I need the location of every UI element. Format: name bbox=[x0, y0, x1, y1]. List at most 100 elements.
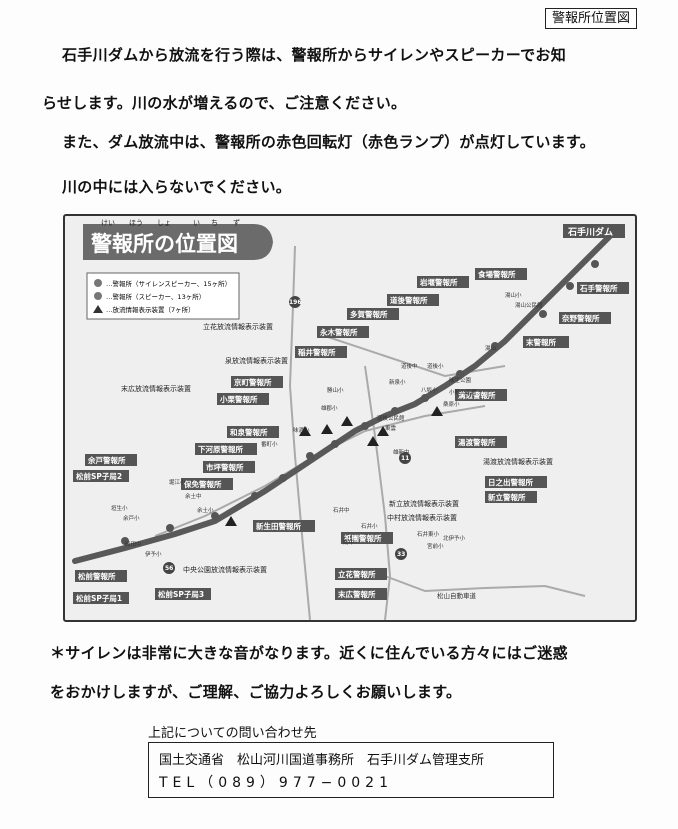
notice-line-2: をおかけしますが、ご理解、ご協力よろしくお願いします。 bbox=[50, 683, 462, 701]
place-3: 湯山 bbox=[485, 344, 496, 352]
furigana-2: ほう bbox=[129, 219, 143, 227]
place-29: 宮前小 bbox=[427, 542, 444, 550]
display-suehiro: 末広放流情報表示装置 bbox=[121, 384, 191, 393]
place-5: 道後小 bbox=[427, 362, 444, 370]
station-ichitsubo: 市坪警報所 bbox=[206, 462, 244, 472]
place-23: 余土小 bbox=[197, 506, 214, 514]
station-oguri: 小栗警報所 bbox=[220, 394, 258, 404]
dam-label-box bbox=[563, 224, 625, 238]
station-homen: 保免警報所 bbox=[183, 479, 222, 489]
station-dogo: 道後警報所 bbox=[390, 295, 428, 305]
display-shindate: 新立放流情報表示装置 bbox=[389, 499, 459, 508]
route-56: 56 bbox=[165, 565, 173, 572]
place-17: 番町小 bbox=[261, 440, 278, 448]
notice-line-1: ＊サイレンは非常に大きな音がなります。近くに住んでいる方々にはご迷惑 bbox=[50, 644, 568, 662]
route-11: 11 bbox=[401, 455, 409, 462]
legend-siren-marker bbox=[94, 279, 102, 287]
place-1: 湯山小 bbox=[505, 291, 522, 299]
station-ishite: 石手警報所 bbox=[579, 283, 618, 293]
place-12: 東雲 bbox=[385, 424, 397, 432]
station-izumi: 和泉警報所 bbox=[230, 427, 268, 437]
place-9: 八坂小 bbox=[421, 386, 438, 394]
display-chuo-koen: 中央公園放流情報表示装置 bbox=[183, 565, 267, 574]
legend-display-marker bbox=[93, 305, 103, 313]
place-28: 北伊予小 bbox=[443, 534, 466, 542]
legend-speaker-marker bbox=[94, 292, 102, 300]
map-title: 警報所の位置図 bbox=[90, 232, 238, 256]
station-masaki: 松前警報所 bbox=[78, 571, 116, 581]
station-shimogawara: 下河原警報所 bbox=[198, 444, 243, 454]
intro-line-1: 石手川ダムから放流を行う際は、警報所からサイレンやスピーカーでお知 bbox=[62, 46, 567, 64]
legend-siren: …警報所（サイレンスピーカー、15ヶ所） bbox=[106, 279, 231, 288]
station-shinikuta: 新生田警報所 bbox=[256, 521, 301, 531]
place-27: 伊予小 bbox=[145, 550, 162, 558]
dam-label: 石手川ダム bbox=[567, 226, 613, 238]
place-30: 堀江小 bbox=[169, 478, 186, 486]
contact-office: 国土交通省 松山河川国道事務所 石手川ダム管理支所 bbox=[159, 753, 485, 768]
place-11: 道後公民館 bbox=[377, 414, 405, 422]
ishite-river bbox=[72, 233, 613, 564]
map-drawing: けい ほう しょ い ち ず 警報所の位置図 …警報所（サイレンスピーカー、15… bbox=[72, 218, 629, 620]
furigana-1: けい bbox=[101, 219, 115, 227]
title-banner bbox=[83, 224, 273, 260]
station-suehiro: 末広警報所 bbox=[338, 589, 376, 599]
furigana-5: ち bbox=[211, 219, 218, 227]
place-8: 桑原小 bbox=[443, 400, 460, 408]
display-tachibana: 立花放流情報表示装置 bbox=[203, 322, 273, 331]
place-22: 余土中 bbox=[185, 492, 202, 500]
place-18: 南中 bbox=[343, 538, 354, 546]
furigana-3: しょ bbox=[157, 219, 171, 227]
place-21: 石井小 bbox=[361, 522, 378, 530]
station-iwazeki: 岩堰警報所 bbox=[419, 277, 458, 287]
place-24: 垣生小 bbox=[111, 504, 128, 512]
place-20: 石井東小 bbox=[417, 530, 440, 538]
place-19: 石井中 bbox=[333, 506, 350, 514]
station-masaki-sp2: 松前SP子局2 bbox=[76, 471, 122, 481]
intro-line-2: らせします。川の水が増えるので、ご注意ください。 bbox=[42, 94, 407, 112]
display-izumi: 泉放流情報表示装置 bbox=[225, 356, 288, 365]
station-sue: 末警報所 bbox=[526, 337, 556, 347]
station-hinode: 日之出警報所 bbox=[488, 477, 533, 487]
station-inai: 稲井警報所 bbox=[298, 347, 336, 357]
station-location-map: けい ほう しょ い ち ず 警報所の位置図 …警報所（サイレンスピーカー、15… bbox=[63, 214, 637, 622]
station-yuwatari: 湯渡警報所 bbox=[458, 437, 496, 447]
place-25: 余戸小 bbox=[123, 514, 140, 522]
station-shindate: 新立警報所 bbox=[488, 492, 526, 502]
place-7: 小野公民館 bbox=[449, 388, 477, 396]
station-jikiba: 食場警報所 bbox=[478, 269, 516, 279]
display-yuwatari: 湯渡放流情報表示装置 bbox=[483, 457, 553, 466]
place-6: 味生公園 bbox=[449, 376, 472, 384]
furigana-4: い bbox=[193, 219, 200, 227]
place-10: 新泉小 bbox=[389, 378, 406, 386]
station-masaki-sp1: 松前SP子局1 bbox=[76, 593, 122, 603]
place-15: 雄新中 bbox=[393, 448, 410, 456]
document-tag: 警報所位置図 bbox=[545, 8, 638, 29]
furigana-6: ず bbox=[233, 218, 240, 227]
route-196: 196 bbox=[289, 299, 302, 306]
station-taga: 多賀警報所 bbox=[350, 309, 388, 319]
station-gion: 祇園警報所 bbox=[343, 533, 382, 543]
station-masaki-sp3: 松前SP子局3 bbox=[158, 589, 204, 599]
place-4: 道後中 bbox=[401, 362, 418, 370]
display-nakamura: 中村放流情報表示装置 bbox=[387, 513, 457, 522]
intro-line-3: また、ダム放流中は、警報所の赤色回転灯（赤色ランプ）が点灯しています。 bbox=[62, 133, 596, 151]
route-33: 33 bbox=[397, 551, 405, 558]
route-expressway: 松山自動車道 bbox=[437, 591, 477, 600]
station-kyomachi: 京町警報所 bbox=[234, 377, 272, 387]
station-tachibana: 立花警報所 bbox=[338, 569, 376, 579]
intro-line-4: 川の中には入らないでください。 bbox=[62, 178, 292, 196]
station-nano: 奈野警報所 bbox=[561, 313, 600, 323]
contact-heading: 上記についての問い合わせ先 bbox=[148, 726, 317, 741]
contact-tel: TEL（089）977−0021 bbox=[159, 775, 393, 791]
contact-box: 国土交通省 松山河川国道事務所 石手川ダム管理支所 TEL（089）977−00… bbox=[148, 742, 554, 798]
place-26: 岡田中 bbox=[125, 540, 142, 548]
place-2: 湯山公民館 bbox=[515, 301, 543, 309]
place-16: 味酒小 bbox=[293, 426, 310, 434]
legend-display: …放流情報表示装置（7ヶ所） bbox=[106, 305, 195, 314]
station-mizobe: 溝辺警報所 bbox=[458, 390, 496, 400]
station-nagaki: 永木警報所 bbox=[319, 327, 358, 337]
legend-box bbox=[86, 272, 240, 320]
station-yogo: 余戸警報所 bbox=[87, 455, 126, 465]
place-13: 勝山小 bbox=[327, 386, 344, 394]
place-14: 雄郡小 bbox=[321, 404, 338, 412]
